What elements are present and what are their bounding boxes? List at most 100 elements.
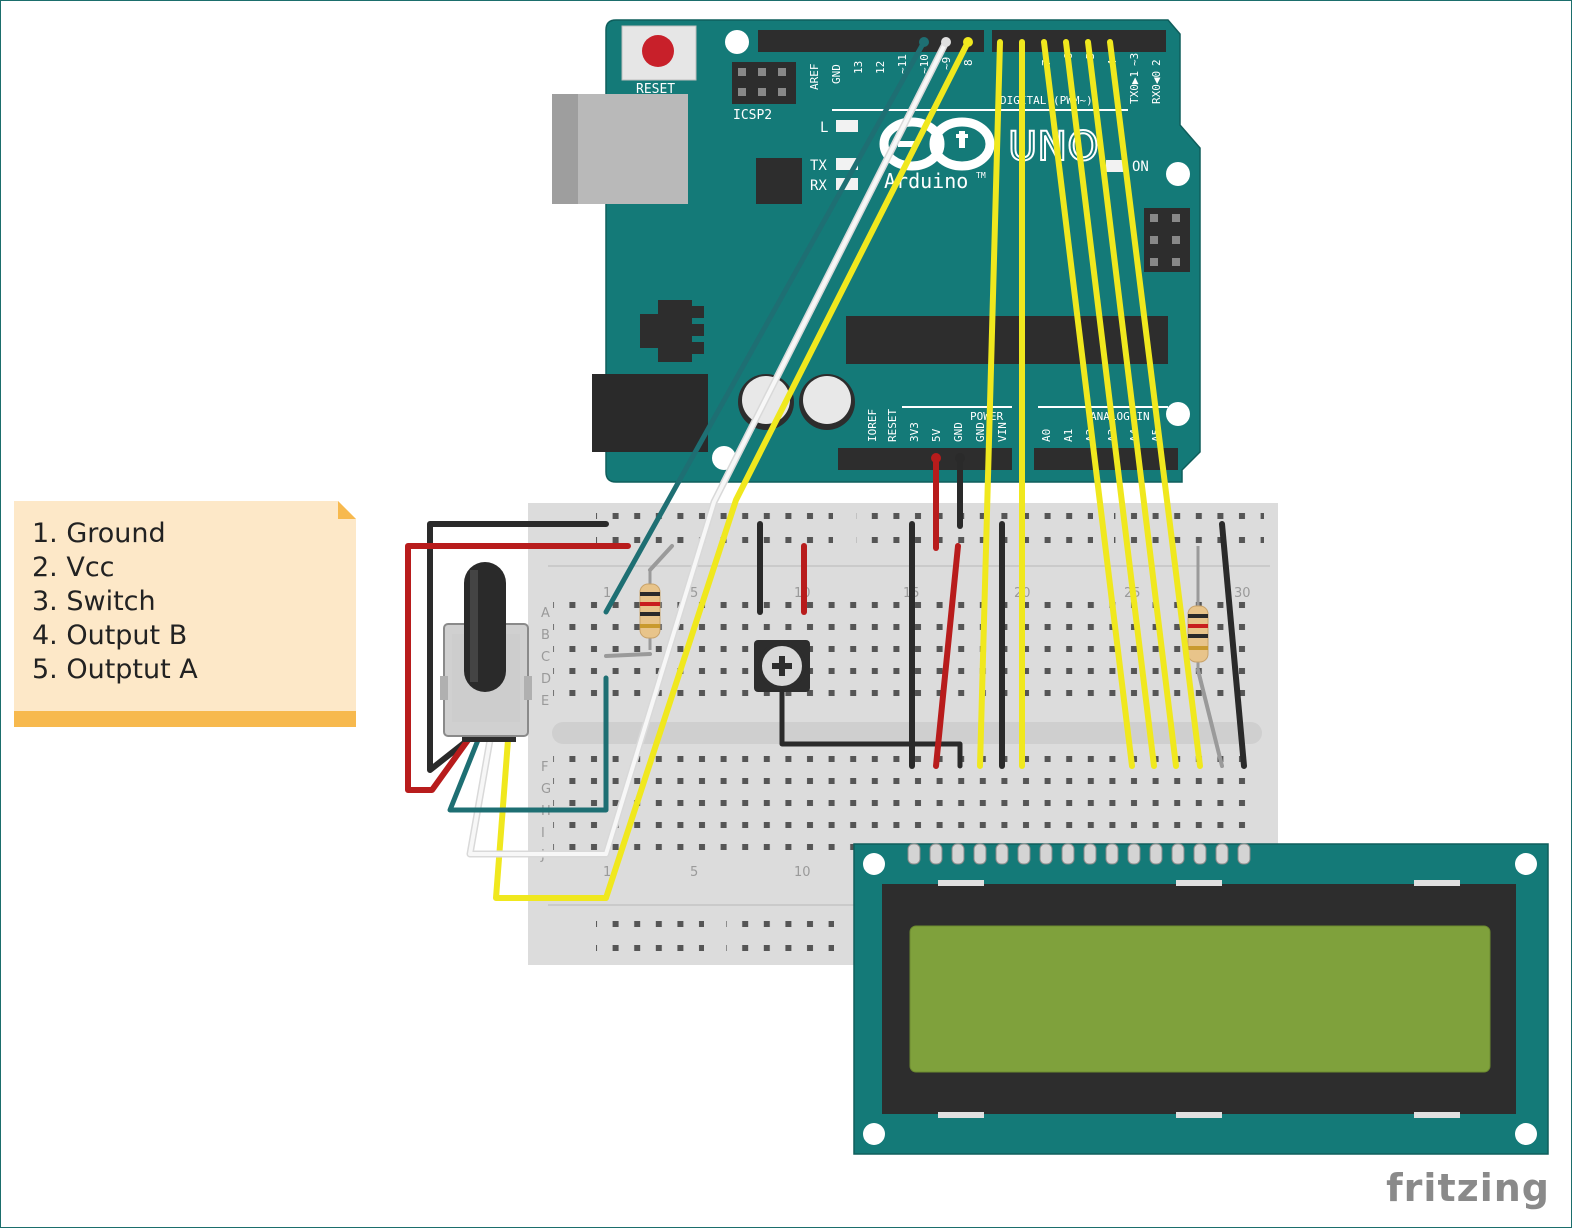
board-pcb	[605, 19, 1201, 483]
lcd-pin	[1017, 843, 1031, 865]
wire-end	[931, 453, 941, 463]
pin-label-aref: AREF	[808, 64, 821, 91]
mount-hole-1	[725, 30, 749, 54]
lcd-pin	[1193, 843, 1207, 865]
row-label-g: G	[541, 782, 551, 797]
analog-label: ANALOG IN	[1090, 410, 1150, 423]
lcd-bezel-tab	[1176, 880, 1222, 886]
icsp-pin	[1150, 214, 1158, 222]
resistor-band	[1188, 634, 1208, 638]
pin-label-9: ~9	[940, 57, 953, 70]
top-rail-holes-3	[1114, 513, 1264, 561]
row-label-e: E	[541, 694, 549, 709]
wire-end	[955, 453, 965, 463]
icsp-pin	[1172, 214, 1180, 222]
pin-label-2: 2	[1150, 59, 1163, 66]
led-l-label: L	[820, 120, 828, 136]
row-label-d: D	[541, 672, 551, 687]
led-tx-label: TX	[810, 158, 827, 174]
wire-yellow-encoder-a	[493, 39, 971, 901]
pin-label-10: ~10	[918, 54, 931, 74]
note-bottom-bar	[14, 711, 356, 727]
trimmer-slot	[779, 656, 785, 676]
resistor-band	[1188, 624, 1208, 628]
lcd-pin	[929, 843, 943, 865]
lcd-pin	[1083, 843, 1097, 865]
wire-end	[941, 37, 951, 47]
icsp2-pin	[758, 68, 766, 76]
mount-hole-2	[1166, 162, 1190, 186]
wire-yellow-d4	[1063, 39, 1157, 769]
rotary-encoder[interactable]	[440, 562, 532, 742]
lcd-pin-row	[907, 843, 1251, 865]
resistor-band	[640, 592, 660, 596]
icsp-pin	[1150, 236, 1158, 244]
pin-label-8: 8	[962, 59, 975, 66]
col-label-1: 1	[603, 586, 611, 601]
icsp2-pin	[738, 88, 746, 96]
resistor-2	[1187, 546, 1209, 670]
header-top-left	[758, 30, 984, 52]
lcd-bezel-tab	[1414, 1112, 1460, 1118]
top-rail-holes-2	[856, 513, 1093, 561]
icsp2-label: ICSP2	[733, 108, 772, 123]
pin-label-gnd: GND	[830, 64, 843, 84]
center-channel	[552, 722, 1262, 744]
usb-chip	[756, 158, 802, 204]
lcd-pin	[951, 843, 965, 865]
lcd-pin	[1039, 843, 1053, 865]
power-jack	[592, 374, 708, 452]
icsp-pin	[1172, 236, 1180, 244]
resistor-band	[1188, 614, 1208, 618]
pin-label-rx: RX0◀0	[1150, 71, 1163, 104]
digital-label: DIGITAL (PWM~)	[1000, 94, 1093, 107]
icsp2-pin	[778, 88, 786, 96]
lcd-pin	[995, 843, 1009, 865]
lcd-pin	[1061, 843, 1075, 865]
wire-yellow-d5	[1041, 39, 1135, 769]
wire-yellow-d3	[1085, 39, 1179, 769]
wire-black-3	[1219, 521, 1247, 769]
col-label-30: 30	[1234, 586, 1251, 601]
wire-grey-link-2	[604, 652, 652, 658]
pin-label-tx: TX0▶1	[1128, 71, 1141, 104]
encoder-shaft-knurl	[470, 570, 478, 682]
resistor-1	[639, 570, 661, 650]
wire-red-vcc	[405, 543, 631, 793]
icsp2-pin	[738, 68, 746, 76]
wire-yellow-d7	[977, 39, 1003, 769]
pin-label-gnd2: GND	[974, 422, 987, 442]
lcd-pin	[1237, 843, 1251, 865]
header-top-right	[992, 30, 1166, 52]
microcontroller-chip	[846, 316, 1168, 364]
lcd-pin	[1215, 843, 1229, 865]
logo-plus-v	[959, 131, 965, 148]
bottom-rail-holes-2	[726, 909, 834, 957]
resistor-band	[640, 624, 660, 628]
pinout-item-switch: 3. Switch	[32, 586, 156, 617]
arduino-tm: TM	[976, 171, 986, 180]
arduino-uno-board: RESET ICSP2 AREF	[552, 19, 1201, 483]
wire-grey-link-1	[648, 544, 674, 572]
trimmer-potentiometer[interactable]	[754, 640, 810, 692]
pin-label-12: 12	[874, 61, 887, 74]
icsp2-pin	[758, 88, 766, 96]
wire-white-encoder-b	[468, 40, 948, 856]
encoder-tab	[440, 676, 448, 700]
pin-label-a1: A1	[1062, 429, 1075, 442]
logo-infinity-right	[929, 117, 995, 171]
pin-label-13: 13	[852, 61, 865, 74]
bottom-rail-holes-1	[596, 909, 704, 957]
wires	[405, 38, 1247, 901]
reset-button-cap[interactable]	[642, 35, 674, 67]
wire-yellow-d2	[1107, 39, 1203, 769]
lcd-bezel-tab	[938, 880, 984, 886]
wire-grey-link-3	[1196, 668, 1224, 768]
top-rail-holes-1	[596, 513, 833, 561]
logo-minus	[898, 141, 918, 147]
row-label-b: B	[541, 628, 550, 643]
row-label-f: F	[541, 760, 548, 775]
wire-teal-encoder	[447, 675, 609, 813]
reset-label: RESET	[636, 82, 675, 97]
pin-label-3v3: 3V3	[908, 422, 921, 442]
